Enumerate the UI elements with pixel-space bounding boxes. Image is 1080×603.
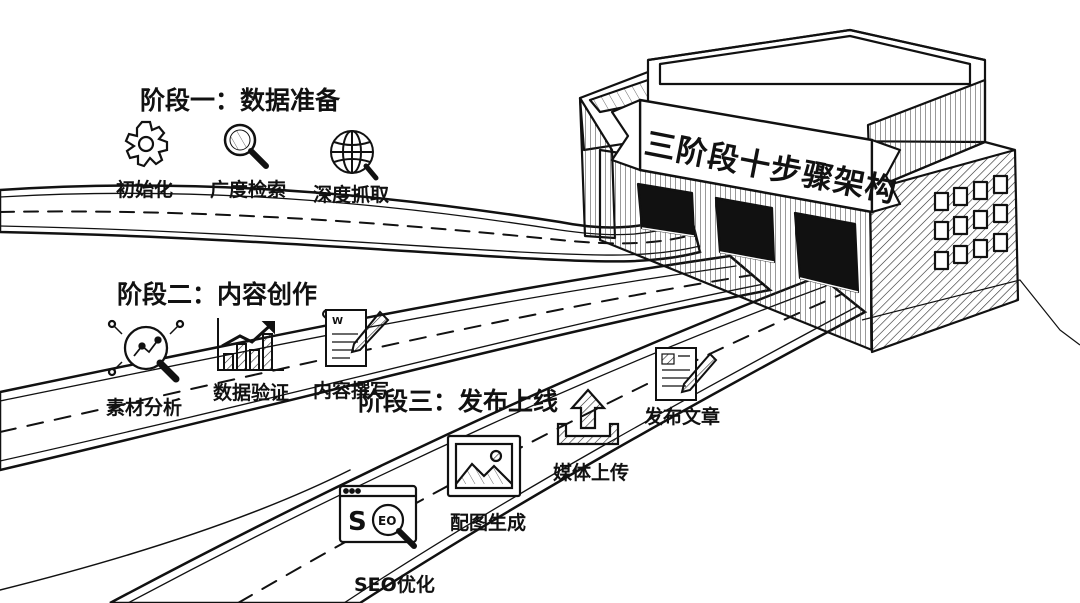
phase-1-title: 阶段一：数据准备 <box>140 86 341 115</box>
step-media-upload-label: 媒体上传 <box>553 462 630 484</box>
picture-icon <box>446 434 522 498</box>
step-initialize-label: 初始化 <box>116 179 174 201</box>
svg-text:W: W <box>332 316 343 327</box>
step-deep-crawl-label: 深度抓取 <box>313 184 390 206</box>
phase-3-title: 阶段三：发布上线 <box>358 387 559 416</box>
step-broad-search-label: 广度检索 <box>210 179 287 201</box>
upload-tray-icon <box>556 388 620 446</box>
svg-text:EO: EO <box>378 514 396 528</box>
bar-chart-trend-icon <box>217 318 284 371</box>
step-publish-article-label: 发布文章 <box>644 406 721 428</box>
step-image-generation-label: 配图生成 <box>450 512 527 534</box>
step-seo-optimization-label: SEO优化 <box>354 574 435 596</box>
globe-icon <box>330 130 379 181</box>
magnifier-icon <box>223 123 269 169</box>
step-content-writing-label: 内容撰写 <box>313 380 390 402</box>
article-pen-icon <box>655 347 718 401</box>
step-data-validation-label: 数据验证 <box>213 382 290 404</box>
road-phase-1 <box>0 184 702 263</box>
gear-icon <box>124 120 169 168</box>
phase-2-title: 阶段二：内容创作 <box>117 280 318 309</box>
document-pen-icon: W <box>322 309 390 367</box>
analysis-magnifier-icon <box>107 319 185 383</box>
seo-browser-icon: S EO <box>338 484 418 549</box>
building <box>578 28 1080 354</box>
step-material-analysis-label: 素材分析 <box>106 397 183 419</box>
svg-text:S: S <box>348 507 367 537</box>
